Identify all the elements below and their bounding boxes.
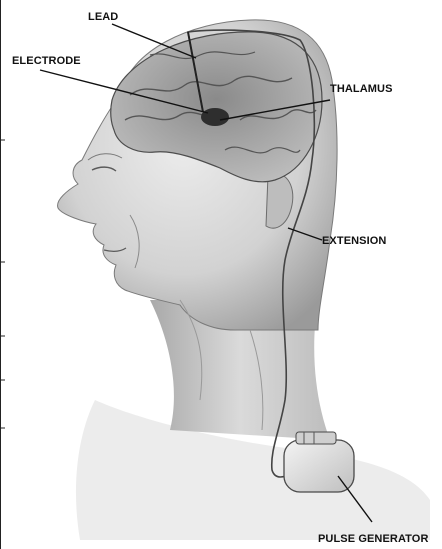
- label-lead: LEAD: [88, 11, 118, 23]
- label-pulse-generator: PULSE GENERATOR: [318, 533, 429, 545]
- label-electrode: ELECTRODE: [12, 55, 81, 67]
- label-extension: EXTENSION: [322, 235, 386, 247]
- thalamus-region: [201, 108, 229, 126]
- label-thalamus: THALAMUS: [330, 83, 393, 95]
